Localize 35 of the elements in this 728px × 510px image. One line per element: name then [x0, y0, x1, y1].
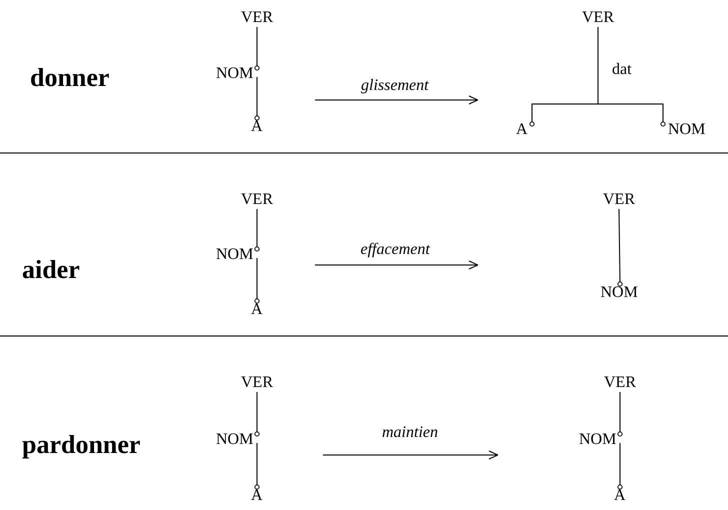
node-label: NOM: [216, 432, 254, 448]
arrow-label: glissement: [361, 78, 429, 94]
node-label: A: [251, 488, 263, 504]
node-label: VER: [603, 192, 635, 208]
row-word: donner: [30, 65, 110, 91]
node-label: NOM: [216, 66, 254, 82]
dependency-line: [254, 76, 260, 121]
node-label: VER: [241, 375, 273, 391]
node-label: NOM: [579, 432, 616, 448]
node-label: NOM: [600, 285, 638, 301]
row-word: pardonner: [22, 432, 140, 458]
dependency-line: [254, 392, 260, 437]
arrow-label: effacement: [360, 242, 430, 258]
node-label: NOM: [668, 122, 706, 138]
node-label: A: [614, 488, 626, 504]
row-word: aider: [22, 257, 80, 283]
dependency-line: [598, 104, 666, 127]
dependency-line: [617, 208, 623, 287]
dependency-line: [254, 26, 260, 71]
node-label: VER: [241, 10, 273, 26]
node-label: VER: [582, 10, 614, 26]
node-label: VER: [241, 192, 273, 208]
arrow-label: maintien: [382, 425, 438, 441]
node-label: A: [251, 302, 263, 318]
dependency-line: [617, 392, 623, 437]
node-label: A: [516, 122, 528, 138]
edge-label: dat: [612, 62, 632, 78]
node-label: A: [251, 119, 263, 135]
node-label: NOM: [216, 247, 254, 263]
dependency-line: [529, 104, 598, 127]
dependency-line: [254, 258, 260, 304]
dependency-line: [254, 208, 260, 252]
dependency-line: [617, 442, 623, 490]
dependency-line: [254, 442, 260, 490]
node-label: VER: [604, 375, 636, 391]
